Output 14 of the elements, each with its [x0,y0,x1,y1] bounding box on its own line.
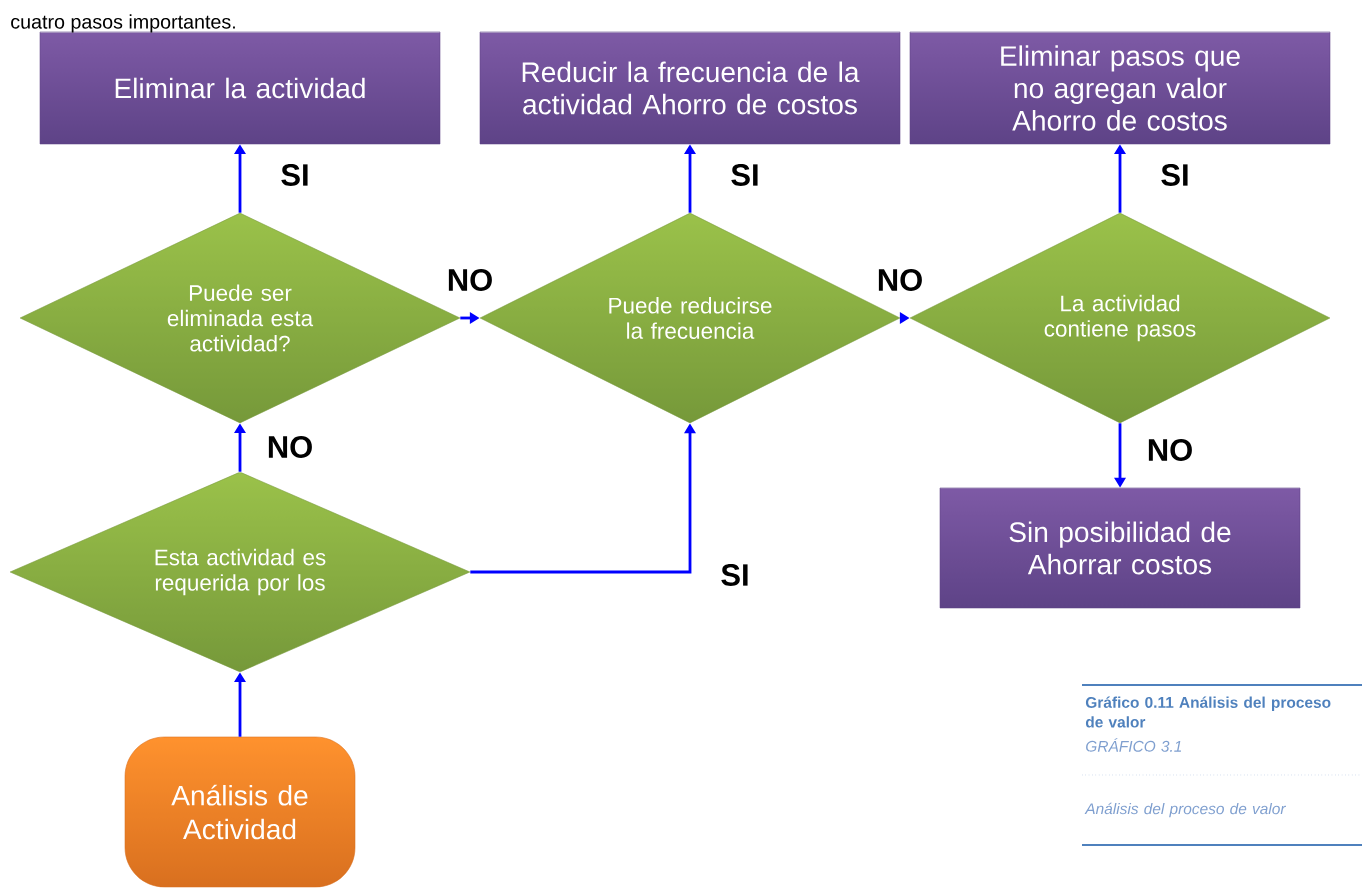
edge-label: SI [281,164,308,186]
start-terminal: Análisis de Actividad [124,736,356,888]
body-text: cuatro pasos importantes. [11,14,235,33]
figure-caption: Gráfico 0.11 Análisis del proceso de valor [1085,696,1331,728]
process-box: Sin posibilidad de Ahorrar costos [939,487,1301,609]
edge-label: SI [1161,164,1188,186]
process-box: Reducir la frecuencia de la actividad Ahorro de costos [479,31,901,145]
caption-text: GRÁFICO 3.1 [1086,738,1182,752]
edge-label: NO [1148,439,1192,461]
edge-label: NO [268,436,312,458]
edge-label: SI [731,164,758,186]
process-box: Eliminar pasos que no agregan valor Ahorro de costos [909,31,1331,145]
caption-text: Análisis del proceso de valor [1084,802,1287,818]
edge-label: SI [721,564,748,586]
